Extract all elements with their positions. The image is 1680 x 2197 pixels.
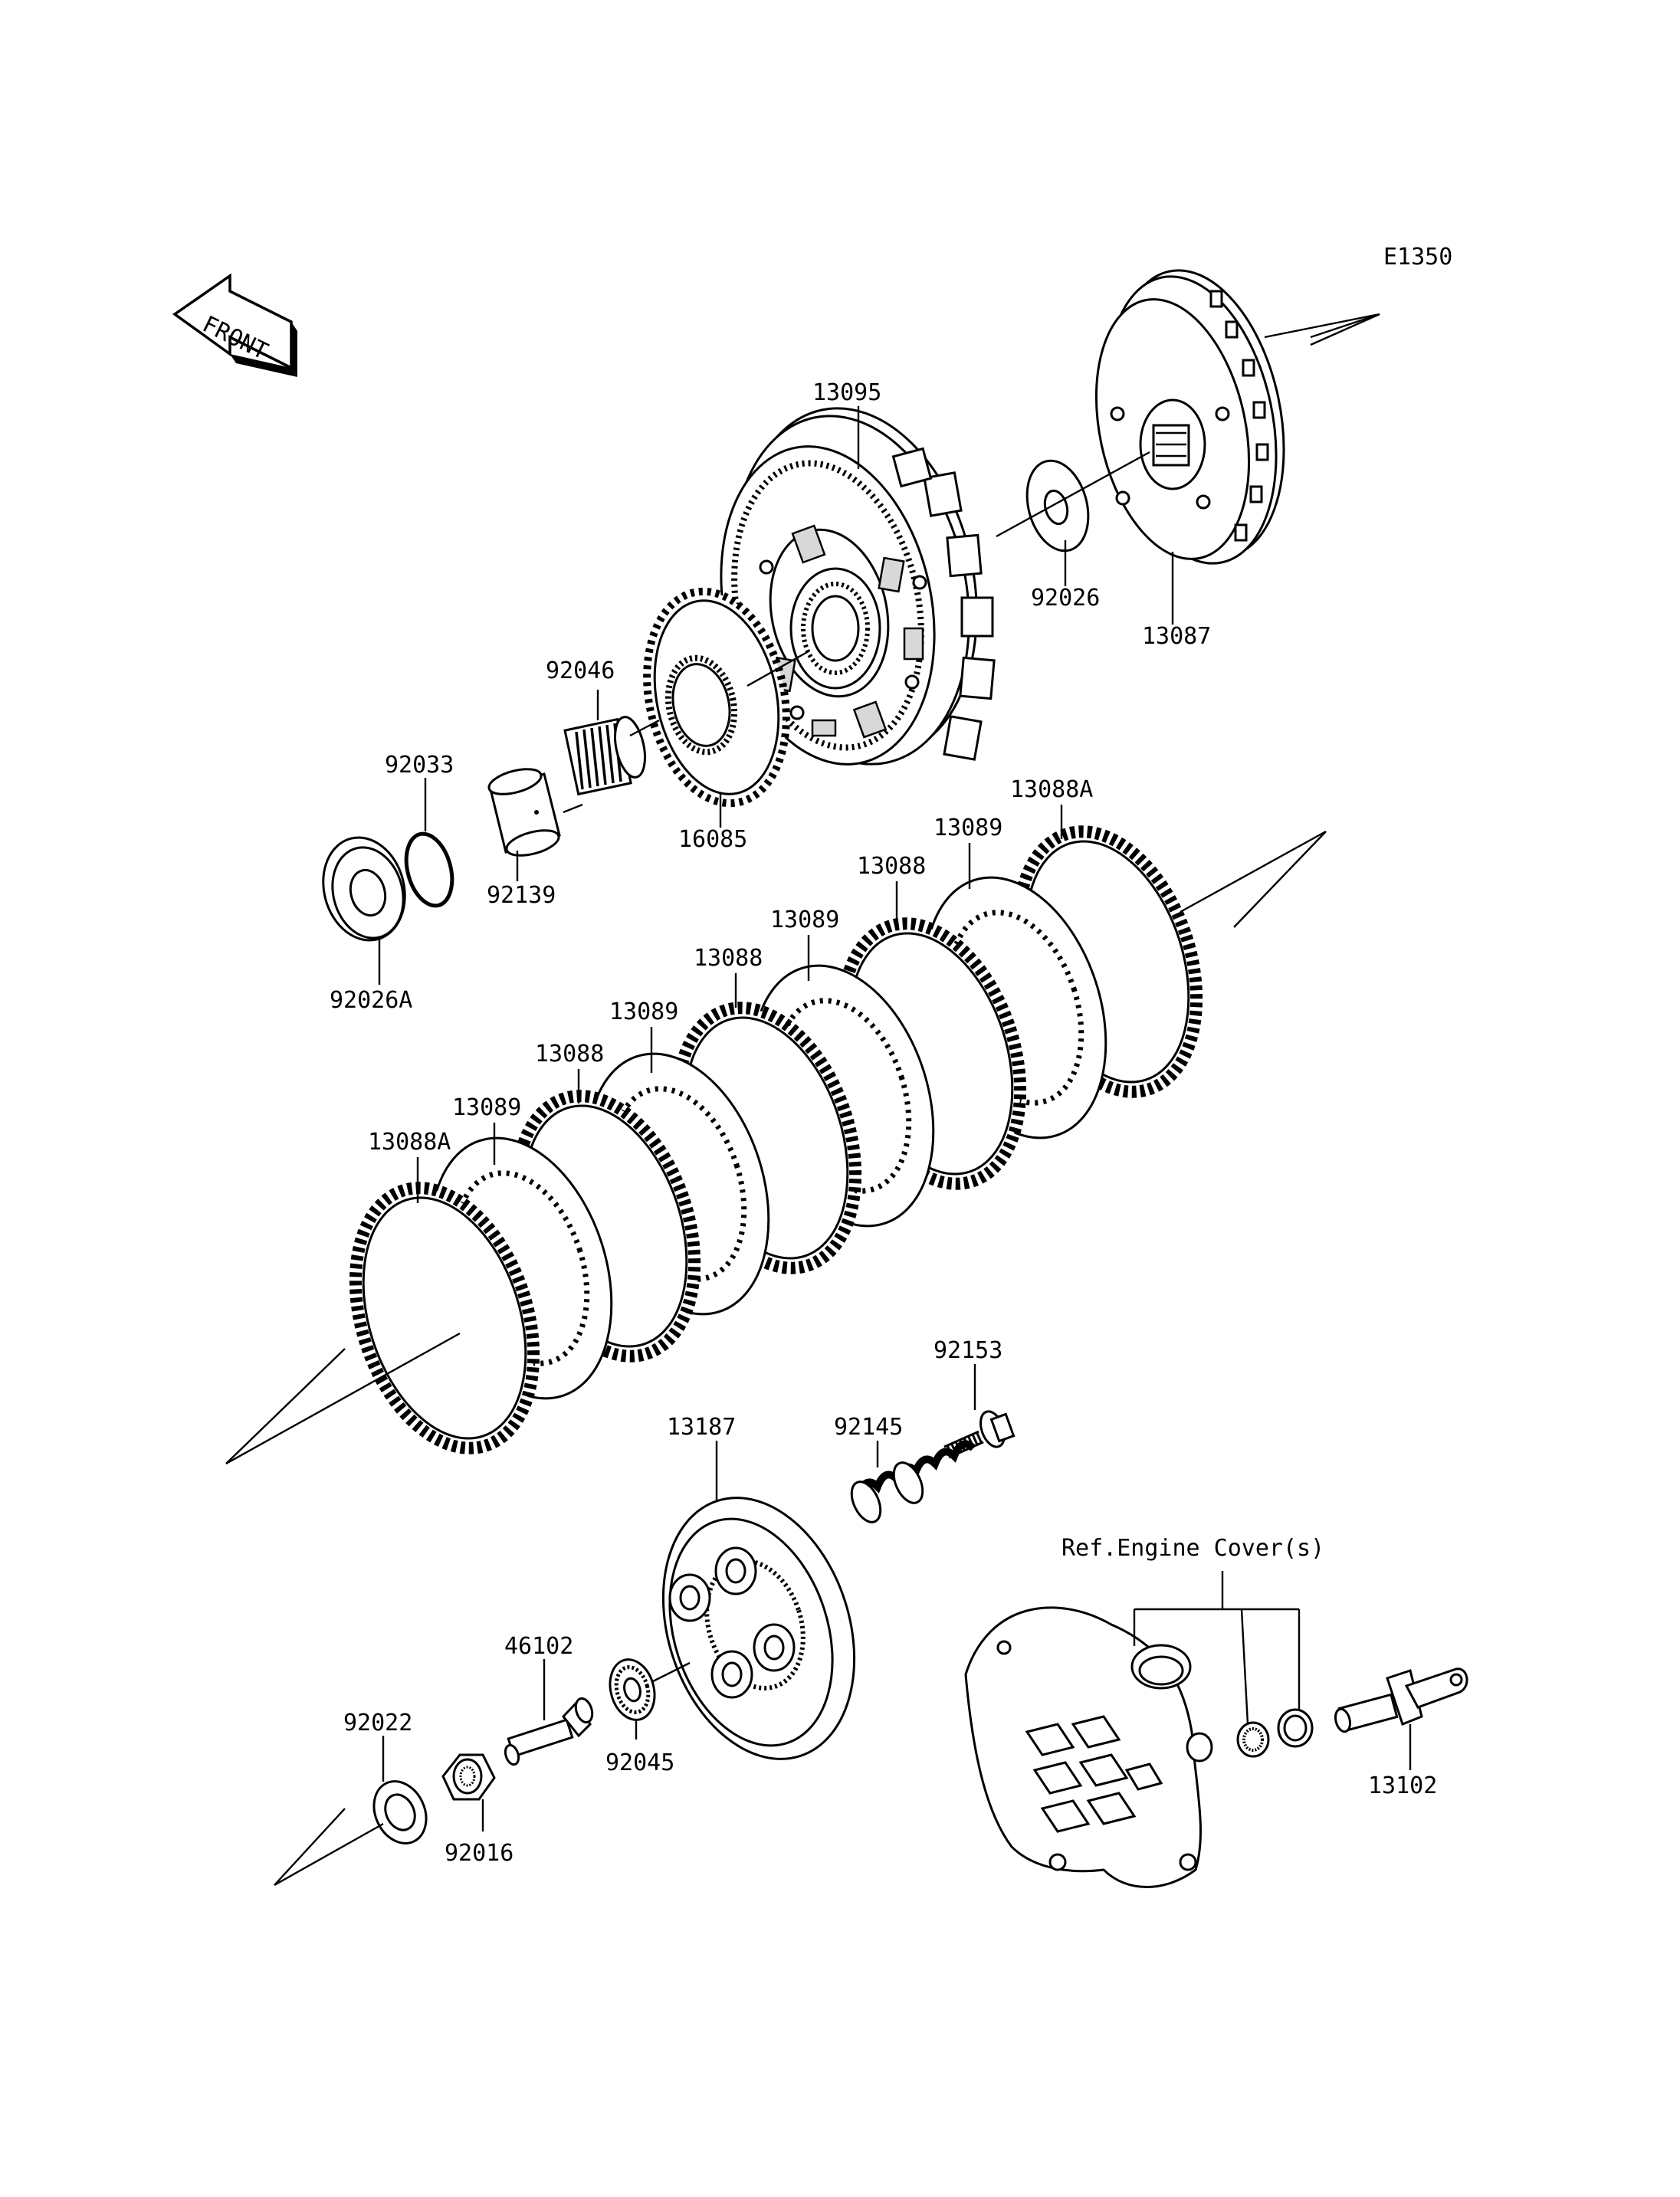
- washer-92026: [1025, 459, 1090, 553]
- label-92145: 92145: [834, 1414, 903, 1441]
- label-13088-a: 13088: [857, 853, 926, 880]
- pressure-plate-13187: [661, 1497, 856, 1760]
- label-92046: 92046: [546, 657, 615, 684]
- label-13089-d: 13089: [452, 1094, 521, 1121]
- needle-bearing-92046: [563, 716, 646, 796]
- label-92026a: 92026A: [330, 987, 412, 1014]
- label-13187: 13187: [667, 1414, 736, 1441]
- label-13089-b: 13089: [770, 907, 839, 933]
- cover-oil-seal: [1277, 1708, 1314, 1748]
- label-46102: 46102: [504, 1633, 573, 1660]
- reference-note: Ref.Engine Cover(s): [1061, 1535, 1324, 1562]
- washer-92026a: [322, 836, 406, 942]
- gear-16085: [643, 587, 790, 808]
- label-92153: 92153: [934, 1337, 1002, 1364]
- cover-bearing: [1236, 1721, 1270, 1758]
- label-13102: 13102: [1368, 1772, 1437, 1799]
- label-13088-c: 13088: [535, 1041, 604, 1067]
- label-13088a-top: 13088A: [1010, 776, 1093, 803]
- friction-plate-13088a-bottom: [349, 1182, 540, 1454]
- label-13089-a: 13089: [934, 815, 1002, 841]
- label-13088-b: 13088: [694, 945, 763, 972]
- label-92022: 92022: [343, 1710, 412, 1736]
- front-arrow-icon: FRONT: [172, 273, 297, 377]
- bearing-92045: [609, 1658, 656, 1721]
- label-92139: 92139: [487, 882, 556, 909]
- label-16085: 16085: [678, 826, 747, 853]
- release-shaft-13102: [1334, 1667, 1468, 1733]
- label-13087: 13087: [1142, 623, 1211, 650]
- pushrod-46102: [504, 1697, 594, 1766]
- label-13089-c: 13089: [609, 998, 678, 1025]
- spring-92145: [850, 1440, 976, 1523]
- label-13095: 13095: [812, 379, 881, 406]
- circlip-92033: [404, 831, 454, 908]
- label-92016: 92016: [445, 1840, 514, 1867]
- nut-92016: [441, 1753, 496, 1801]
- washer-92022: [372, 1780, 428, 1844]
- clutch-housing-13095: [720, 407, 996, 766]
- label-92026: 92026: [1031, 585, 1100, 612]
- engine-cover-reference: [964, 1606, 1213, 1888]
- clutch-gear-13087: [1094, 269, 1285, 565]
- diagram-code: E1350: [1383, 244, 1452, 271]
- collar-92139: [487, 768, 561, 857]
- label-92033: 92033: [385, 752, 454, 779]
- label-92045: 92045: [605, 1749, 674, 1776]
- label-13088a-bottom: 13088A: [368, 1129, 451, 1156]
